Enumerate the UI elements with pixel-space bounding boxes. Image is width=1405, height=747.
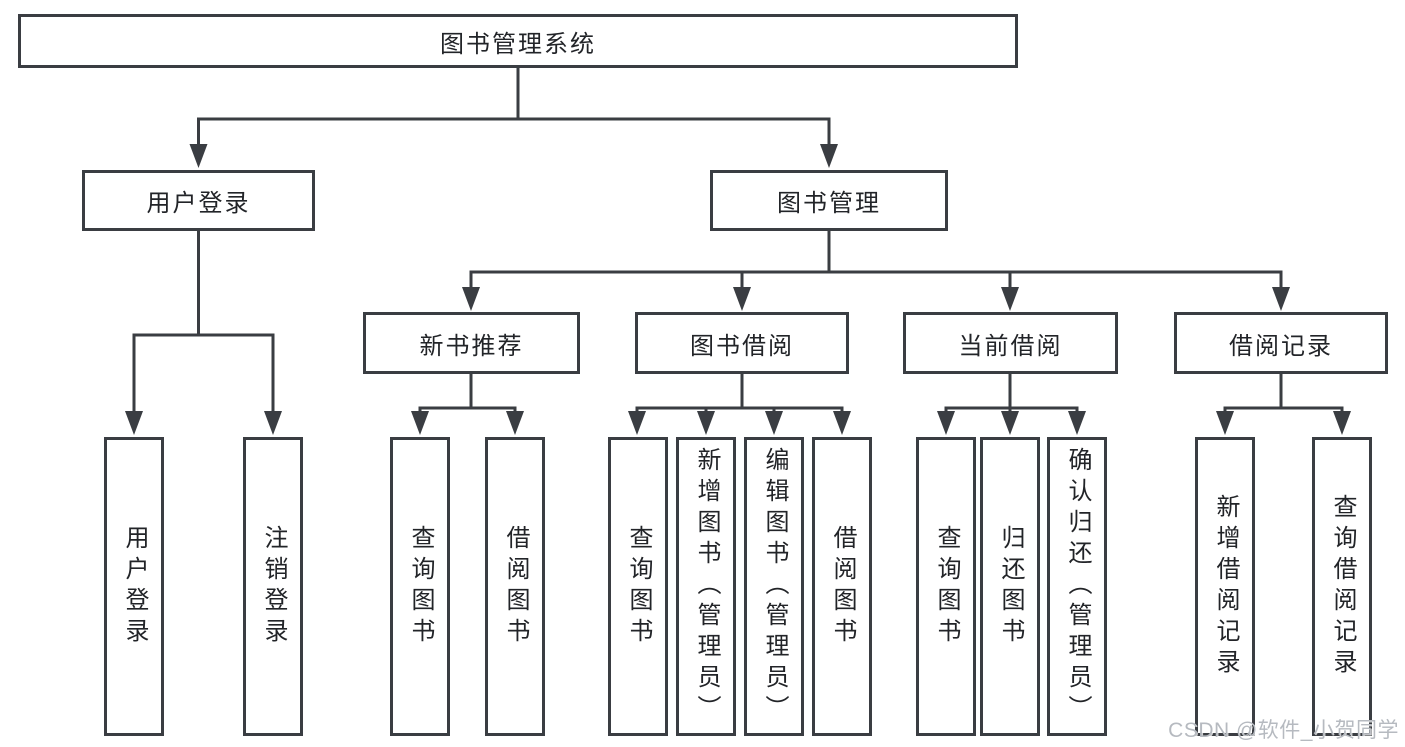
leaf-query-books-borrow: 查询图书 [608,437,668,736]
node-book-borrowing-label: 图书借阅 [690,332,794,360]
leaf-return-books: 归还图书 [980,437,1040,736]
node-user-login-label: 用户登录 [146,190,251,217]
leaf-query-books-current: 查询图书 [916,437,976,736]
leaf-query-books-current-label: 查询图书 [933,524,960,649]
arrowheads [125,144,1351,435]
leaf-query-books-recommend: 查询图书 [390,437,450,736]
csdn-watermark: CSDN @软件_小贺同学 [1168,719,1399,742]
leaf-borrow-books-label: 借阅图书 [829,524,856,649]
node-user-login: 用户登录 [82,170,315,231]
leaf-confirm-return-admin-label: 确认归还（管理员） [1064,447,1091,726]
node-new-book-recommendation: 新书推荐 [363,312,580,374]
node-borrowing-records-label: 借阅记录 [1229,332,1333,360]
leaf-logout-label: 注销登录 [260,524,287,649]
node-current-borrowing: 当前借阅 [903,312,1118,374]
leaf-query-books-borrow-label: 查询图书 [625,524,652,649]
leaf-user-login-label: 用户登录 [121,524,148,649]
leaf-user-login: 用户登录 [104,437,164,736]
leaf-add-books-admin: 新增图书（管理员） [676,437,736,736]
node-new-book-recommendation-label: 新书推荐 [419,332,524,360]
node-library-system: 图书管理系统 [18,14,1018,68]
node-borrowing-records: 借阅记录 [1174,312,1388,374]
leaf-add-borrow-record: 新增借阅记录 [1195,437,1255,736]
node-book-management-label: 图书管理 [777,190,881,217]
node-current-borrowing-label: 当前借阅 [958,332,1063,360]
leaf-edit-books-admin: 编辑图书（管理员） [744,437,804,736]
node-book-borrowing: 图书借阅 [635,312,849,374]
leaf-logout: 注销登录 [243,437,303,736]
leaf-borrow-books-recommend-label: 借阅图书 [502,524,529,649]
leaf-edit-books-admin-label: 编辑图书（管理员） [761,447,788,726]
leaf-add-books-admin-label: 新增图书（管理员） [693,447,720,726]
node-book-management: 图书管理 [710,170,948,231]
leaf-query-books-recommend-label: 查询图书 [407,524,434,649]
leaf-borrow-books-recommend: 借阅图书 [485,437,545,736]
leaf-return-books-label: 归还图书 [997,524,1024,649]
leaf-confirm-return-admin: 确认归还（管理员） [1047,437,1107,736]
leaf-query-borrow-record-label: 查询借阅记录 [1329,493,1356,680]
leaf-query-borrow-record: 查询借阅记录 [1312,437,1372,736]
leaf-add-borrow-record-label: 新增借阅记录 [1212,493,1239,680]
leaf-borrow-books: 借阅图书 [812,437,872,736]
node-library-system-label: 图书管理系统 [440,30,596,58]
